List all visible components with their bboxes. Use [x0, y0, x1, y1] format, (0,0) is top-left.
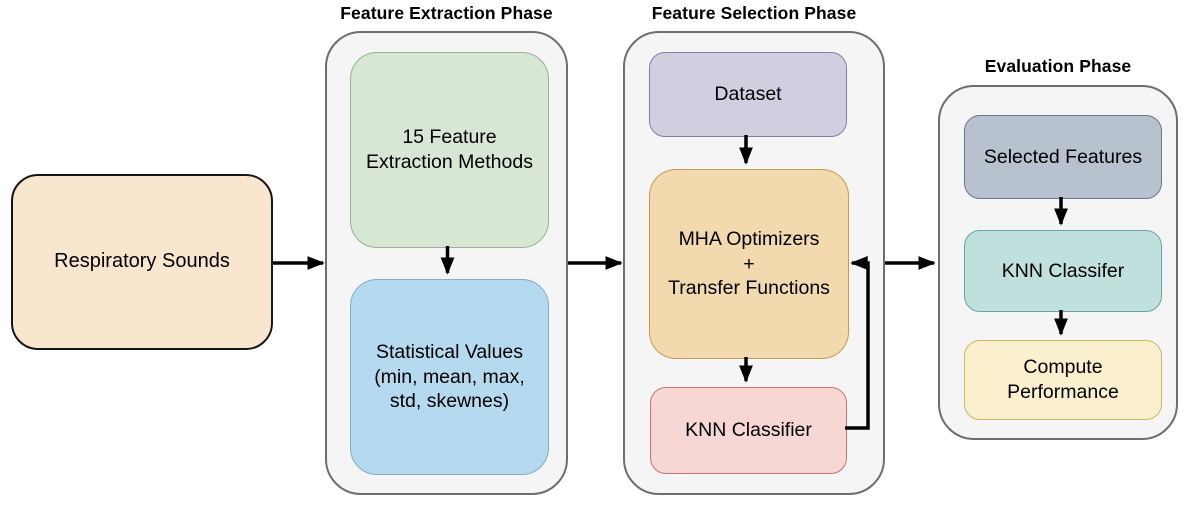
node-dataset: Dataset [649, 52, 847, 137]
node-statistical-values: Statistical Values (min, mean, max, std,… [350, 279, 549, 475]
node-knn-classifier-selection: KNN Classifier [650, 387, 847, 474]
node-mha-optimizers: MHA Optimizers + Transfer Functions [649, 169, 849, 359]
phase-container-feature-selection: Dataset MHA Optimizers + Transfer Functi… [623, 31, 885, 495]
phase-container-feature-extraction: 15 Feature Extraction Methods Statistica… [325, 31, 568, 495]
node-compute-performance: Compute Performance [964, 340, 1162, 420]
node-respiratory-sounds: Respiratory Sounds [11, 174, 273, 350]
phase-title-feature-selection: Feature Selection Phase [651, 3, 857, 23]
node-feature-extraction-methods: 15 Feature Extraction Methods [350, 52, 549, 248]
node-selected-features: Selected Features [964, 115, 1162, 199]
phase-container-evaluation: Selected Features KNN Classifer Compute … [938, 85, 1178, 440]
phase-title-evaluation: Evaluation Phase [984, 56, 1132, 76]
node-knn-classifier-evaluation: KNN Classifer [964, 230, 1162, 312]
phase-title-feature-extraction: Feature Extraction Phase [340, 3, 553, 23]
